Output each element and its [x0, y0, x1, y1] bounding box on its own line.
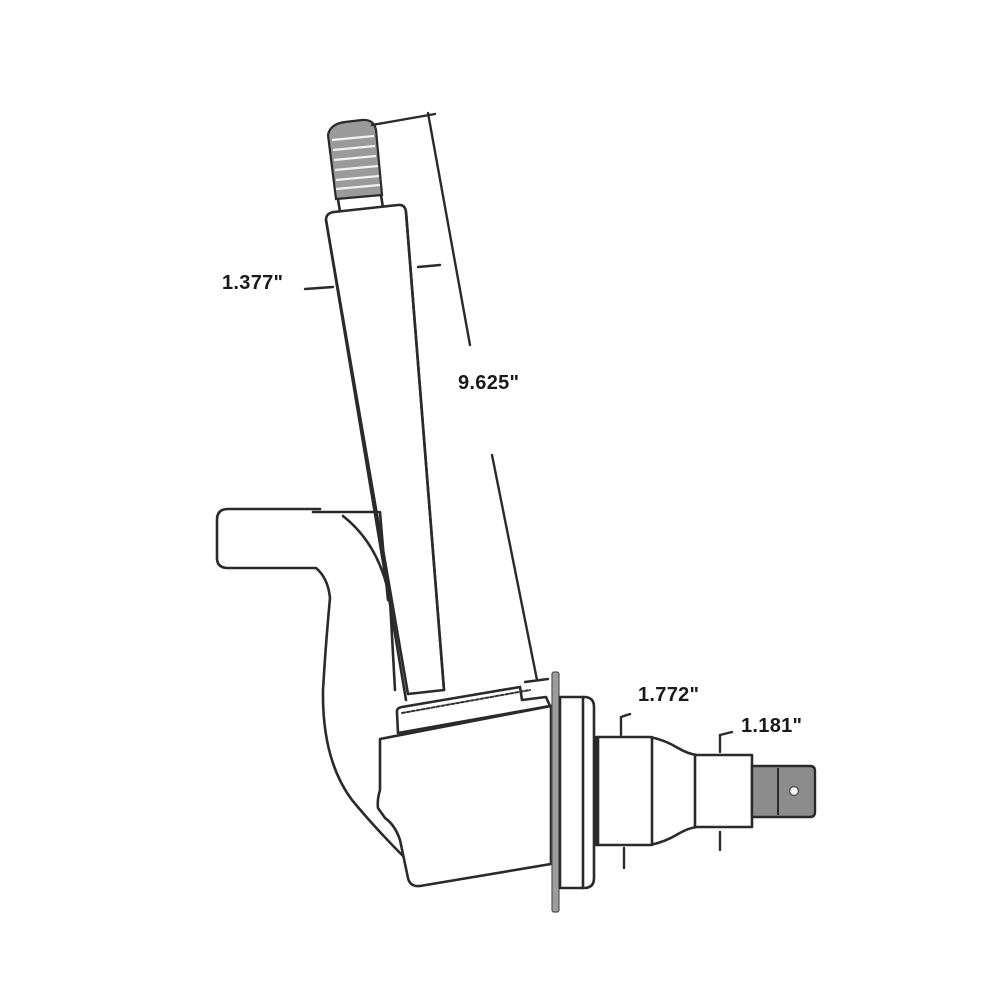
flange: [551, 671, 596, 913]
dimension-kingpin-length: [370, 111, 550, 684]
knuckle-body: [376, 685, 553, 888]
outer-bearing-diameter-label: 1.181": [741, 715, 803, 737]
spindle-shaft: [594, 735, 817, 847]
kingpin-thread: [326, 118, 385, 214]
inner-bearing-diameter-label: 1.772": [638, 684, 700, 706]
dimension-inner-bearing: [619, 712, 632, 870]
steering-arm: [215, 507, 407, 860]
dimension-kingpin-diameter: [303, 263, 442, 291]
dimension-outer-bearing: [718, 730, 734, 852]
kingpin-diameter-label: 1.377": [222, 272, 284, 294]
kingpin-length-label: 9.625": [458, 372, 520, 394]
kingpin-shaft: [324, 203, 446, 702]
